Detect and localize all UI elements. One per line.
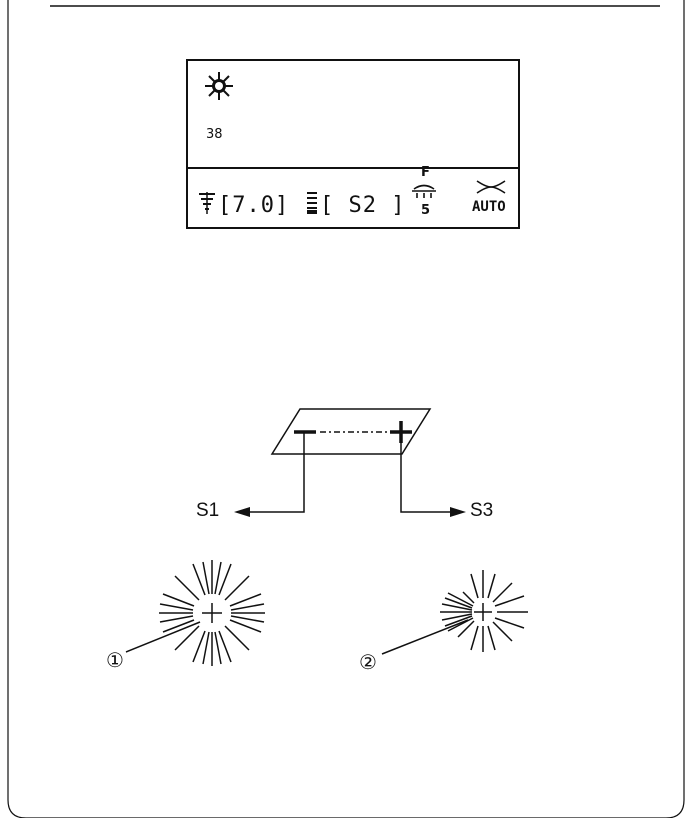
callout-1: ① [106,648,124,672]
callout-2: ② [359,650,377,674]
